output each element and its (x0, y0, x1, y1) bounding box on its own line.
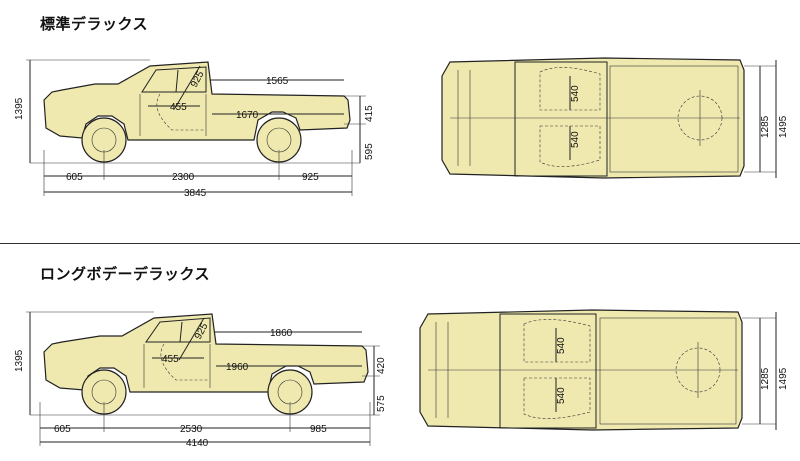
standard-seat-floor-label: 455 (170, 102, 187, 113)
long-side-view: 1395 1860 925 455 1960 420 575 605 2530 … (14, 311, 387, 449)
standard-height-label: 1395 (14, 97, 25, 120)
long-seat-floor-label: 455 (162, 354, 179, 365)
long-bed-depth-label: 420 (376, 357, 387, 374)
long-rear-overhang-label: 985 (310, 424, 327, 435)
standard-overall-width-label: 1495 (778, 115, 789, 138)
long-bed-length-label: 1860 (270, 328, 293, 339)
standard-bed-length-label: 1565 (266, 76, 289, 87)
standard-front-overhang-label: 605 (66, 172, 83, 183)
standard-side-view: 1395 1565 925 455 1670 415 595 (14, 59, 375, 199)
long-overall-length-label: 4140 (186, 438, 209, 449)
standard-bed-width-label: 1285 (760, 115, 771, 138)
standard-bed-depth-label: 415 (364, 105, 375, 122)
long-bed-width-label: 1285 (760, 367, 771, 390)
section-divider (0, 243, 800, 244)
standard-seat-width-rear-label: 540 (570, 131, 581, 148)
standard-overall-length-label: 3845 (184, 188, 207, 199)
long-height-label: 1395 (14, 349, 25, 372)
standard-side-body (43, 61, 351, 141)
section-title-long: ロングボデーデラックス (40, 266, 211, 283)
long-front-overhang-label: 605 (54, 424, 71, 435)
standard-loading-height-label: 595 (364, 143, 375, 160)
long-seat-width-rear-label: 540 (556, 387, 567, 404)
standard-seat-width-front-label: 540 (570, 85, 581, 102)
long-bed-floor-label: 1960 (226, 362, 249, 373)
long-loading-height-label: 575 (376, 395, 387, 412)
long-seat-width-front-label: 540 (556, 337, 567, 354)
standard-bed-floor-label: 1670 (236, 110, 259, 121)
long-overall-width-label: 1495 (778, 367, 789, 390)
standard-wheelbase-label: 2300 (172, 172, 195, 183)
standard-top-view: 540 540 1285 1495 (441, 57, 789, 179)
standard-rear-overhang-label: 925 (302, 172, 319, 183)
section-title-standard: 標準デラックス (40, 16, 149, 33)
long-top-view: 540 540 1285 1495 (419, 309, 789, 431)
long-wheelbase-label: 2530 (180, 424, 203, 435)
standard-side-window (141, 66, 207, 93)
long-side-window (145, 317, 211, 343)
